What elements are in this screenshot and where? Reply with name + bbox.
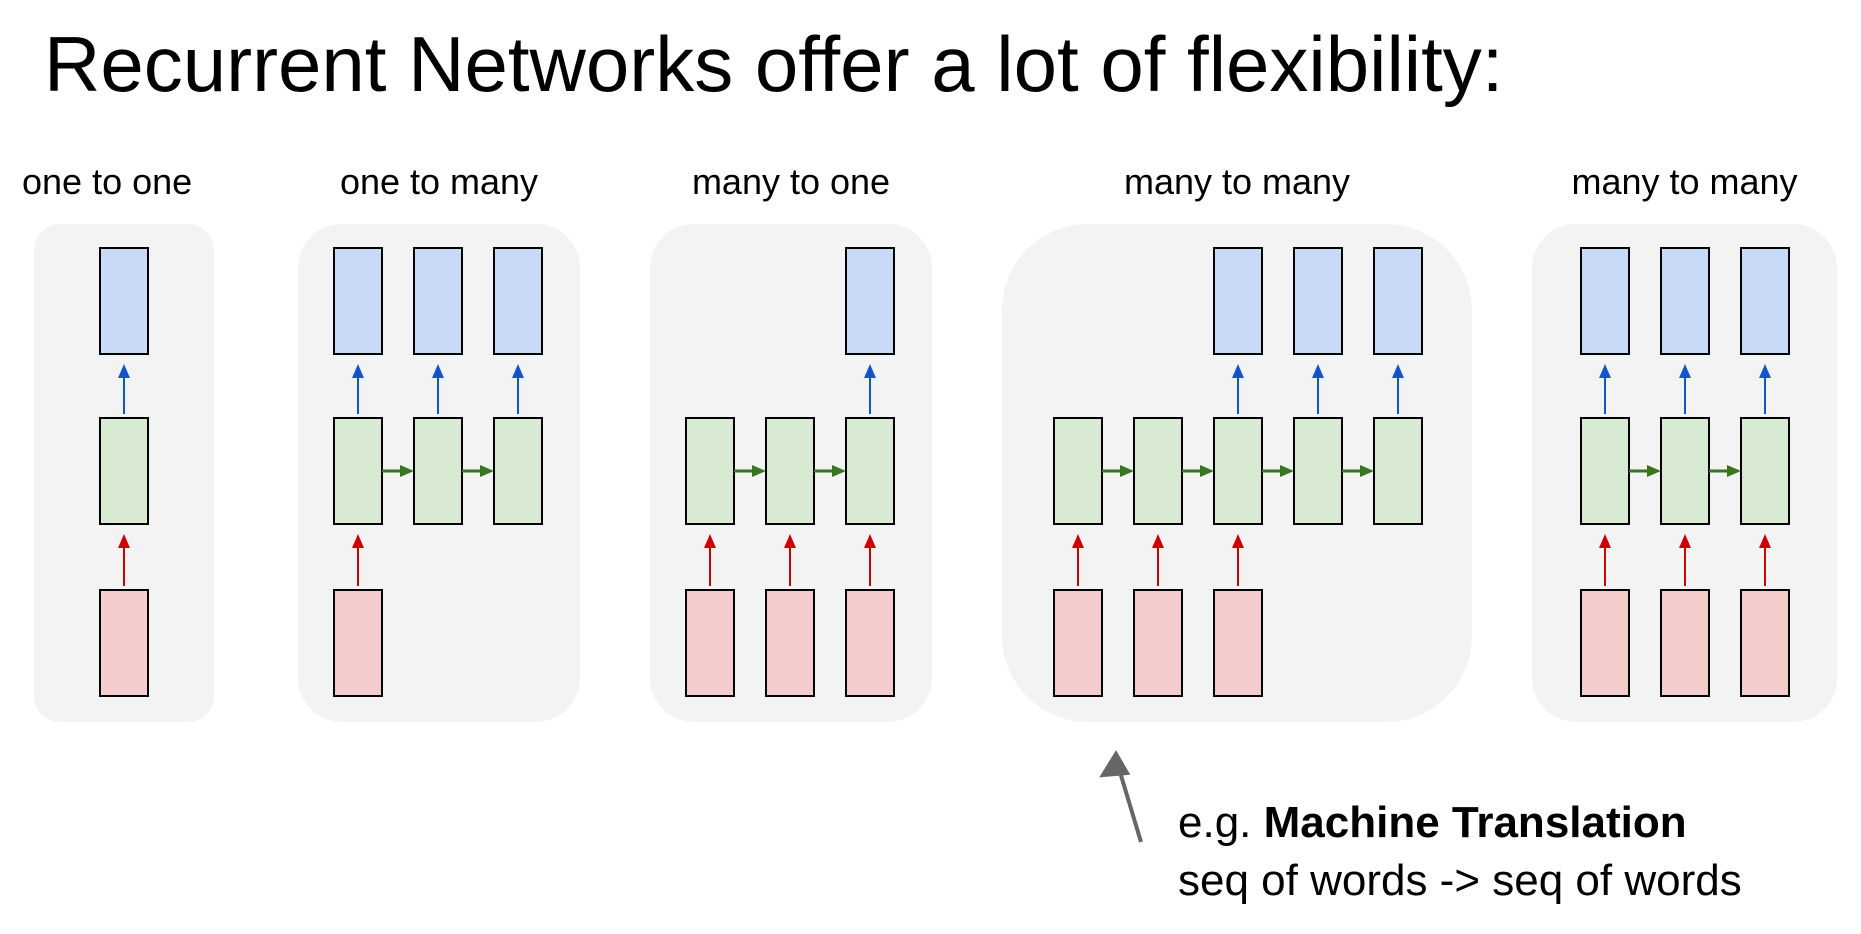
input-box	[765, 589, 815, 697]
recurrent-arrow	[1262, 465, 1294, 477]
recurrent-arrow	[814, 465, 846, 477]
hidden-state-box	[413, 417, 463, 525]
input-arrow	[1759, 534, 1771, 586]
panels-layer	[34, 224, 1837, 722]
output-box	[1213, 247, 1263, 355]
input-arrow	[352, 534, 364, 586]
hidden-state-box	[1373, 417, 1423, 525]
recurrent-arrow	[382, 465, 414, 477]
input-arrow	[784, 534, 796, 586]
input-box	[1053, 589, 1103, 697]
output-arrow	[432, 364, 444, 414]
output-box	[1660, 247, 1710, 355]
input-arrow	[1072, 534, 1084, 586]
note-highlight: Machine Translation	[1263, 798, 1687, 847]
pointer-arrow-icon	[1099, 750, 1143, 843]
recurrent-arrow	[1629, 465, 1661, 477]
output-arrow	[1232, 364, 1244, 414]
rnn-panel	[34, 224, 214, 722]
output-arrow	[1759, 364, 1771, 414]
panel-label-one-to-one: one to one	[22, 161, 193, 202]
recurrent-arrow	[1182, 465, 1214, 477]
input-box	[1580, 589, 1630, 697]
recurrent-arrow	[1342, 465, 1374, 477]
recurrent-arrow	[462, 465, 494, 477]
output-box	[1580, 247, 1630, 355]
input-box	[845, 589, 895, 697]
input-arrow	[1599, 534, 1611, 586]
panel-label-one-to-many: one to many	[339, 161, 539, 202]
slide-title: Recurrent Networks offer a lot of flexib…	[44, 20, 1504, 108]
output-box	[333, 247, 383, 355]
input-arrow	[864, 534, 876, 586]
output-box	[99, 247, 149, 355]
panel-label-many-to-many-delayed: many to many	[1123, 161, 1351, 202]
hidden-state-box	[493, 417, 543, 525]
output-arrow	[1312, 364, 1324, 414]
hidden-state-box	[685, 417, 735, 525]
output-arrow	[1599, 364, 1611, 414]
output-box	[1293, 247, 1343, 355]
output-box	[413, 247, 463, 355]
hidden-state-box	[1740, 417, 1790, 525]
input-box	[1660, 589, 1710, 697]
hidden-state-box	[1293, 417, 1343, 525]
rnn-panel	[1532, 224, 1837, 722]
hidden-state-box	[1660, 417, 1710, 525]
rnn-panel	[1002, 224, 1472, 722]
input-box	[1740, 589, 1790, 697]
hidden-state-box	[1133, 417, 1183, 525]
input-box	[1133, 589, 1183, 697]
output-arrow	[512, 364, 524, 414]
recurrent-arrow	[734, 465, 766, 477]
rnn-panel	[298, 224, 580, 722]
note-prefix: e.g.	[1178, 798, 1264, 847]
output-box	[1373, 247, 1423, 355]
input-arrow	[118, 534, 130, 586]
rnn-panel	[650, 224, 932, 722]
hidden-state-box	[1580, 417, 1630, 525]
output-box	[493, 247, 543, 355]
recurrent-arrow	[1102, 465, 1134, 477]
panel-label-many-to-one: many to one	[691, 161, 891, 202]
input-box	[1213, 589, 1263, 697]
machine-translation-note: e.g. Machine Translation seq of words ->…	[1178, 794, 1742, 910]
output-arrow	[118, 364, 130, 414]
input-arrow	[1232, 534, 1244, 586]
note-line-2: seq of words -> seq of words	[1178, 856, 1742, 905]
output-arrow	[1679, 364, 1691, 414]
output-arrow	[864, 364, 876, 414]
input-box	[99, 589, 149, 697]
output-arrow	[1392, 364, 1404, 414]
output-box	[845, 247, 895, 355]
hidden-state-box	[333, 417, 383, 525]
hidden-state-box	[765, 417, 815, 525]
input-box	[333, 589, 383, 697]
note-line-1: e.g. Machine Translation	[1178, 794, 1742, 852]
hidden-state-box	[99, 417, 149, 525]
input-arrow	[1152, 534, 1164, 586]
panel-label-many-to-many-synced: many to many	[1571, 161, 1798, 202]
input-arrow	[704, 534, 716, 586]
recurrent-arrow	[1709, 465, 1741, 477]
hidden-state-box	[1213, 417, 1263, 525]
input-arrow	[1679, 534, 1691, 586]
output-arrow	[352, 364, 364, 414]
input-box	[685, 589, 735, 697]
hidden-state-box	[845, 417, 895, 525]
output-box	[1740, 247, 1790, 355]
hidden-state-box	[1053, 417, 1103, 525]
